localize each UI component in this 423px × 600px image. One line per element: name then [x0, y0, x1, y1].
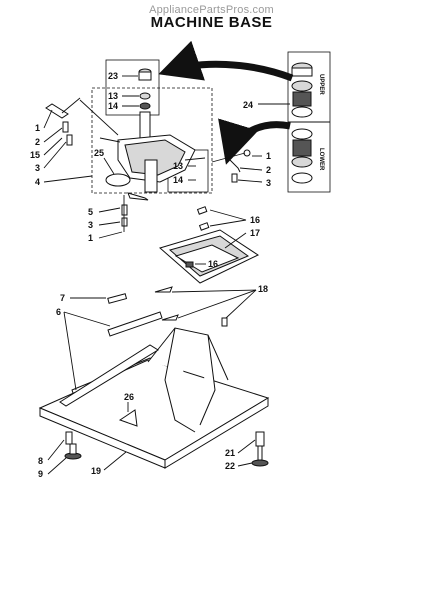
lower-arrow [218, 118, 291, 165]
callout-7: 7 [60, 293, 65, 303]
callout-15: 15 [30, 150, 40, 160]
callout-3-right: 3 [266, 178, 271, 188]
lower-small-parts [121, 192, 149, 232]
callout-22: 22 [225, 461, 235, 471]
callout-21: 21 [225, 448, 235, 458]
callout-1-lower: 1 [88, 233, 93, 243]
callout-2-right: 2 [266, 165, 271, 175]
callout-1: 1 [35, 123, 40, 133]
callout-23: 23 [108, 71, 118, 81]
machine-base-frame [38, 327, 270, 469]
lower-label: LOWER [318, 148, 324, 171]
leveling-feet [64, 431, 269, 467]
leader-lines [43, 75, 263, 475]
callout-2: 2 [35, 137, 40, 147]
callout-3: 3 [35, 163, 40, 173]
callout-9: 9 [38, 469, 43, 479]
callout-24: 24 [243, 100, 253, 110]
right-small-parts [211, 149, 251, 183]
callout-26: 26 [124, 392, 134, 402]
upper-bearing-stack [138, 68, 152, 110]
callout-14: 14 [108, 101, 118, 111]
callout-18: 18 [258, 284, 268, 294]
bearing-box-upper [105, 59, 160, 116]
callout-16: 16 [250, 215, 260, 225]
callout-14-lower: 14 [173, 175, 183, 185]
lower-bearing-assembly [291, 128, 313, 184]
upper-label: UPPER [318, 74, 324, 95]
callout-17: 17 [250, 228, 260, 238]
callout-3-lower: 3 [88, 220, 93, 230]
callout-6: 6 [56, 307, 61, 317]
bearing-inset: UPPER LOWER [287, 51, 331, 193]
page-title: MACHINE BASE [150, 14, 273, 31]
callout-13: 13 [108, 91, 118, 101]
upper-bearing-assembly [291, 62, 313, 118]
watermark: AppliancePartsPros.com [149, 4, 274, 16]
cover-plate-assembly [158, 206, 260, 284]
gearcase-box [91, 87, 213, 194]
callout-1-right: 1 [266, 151, 271, 161]
callout-25: 25 [94, 148, 104, 158]
callout-labels: 23 13 14 24 1 2 15 3 25 4 13 14 1 2 3 5 … [30, 71, 271, 479]
gearcase-assembly [99, 111, 206, 193]
upper-arrow [158, 40, 294, 82]
gasket-ring [105, 173, 131, 187]
callout-13-lower: 13 [173, 161, 183, 171]
callout-4: 4 [35, 177, 40, 187]
left-small-parts [45, 97, 119, 146]
callout-19: 19 [91, 466, 101, 476]
callout-8: 8 [38, 456, 43, 466]
callout-16-lower: 16 [208, 259, 218, 269]
callout-5: 5 [88, 207, 93, 217]
